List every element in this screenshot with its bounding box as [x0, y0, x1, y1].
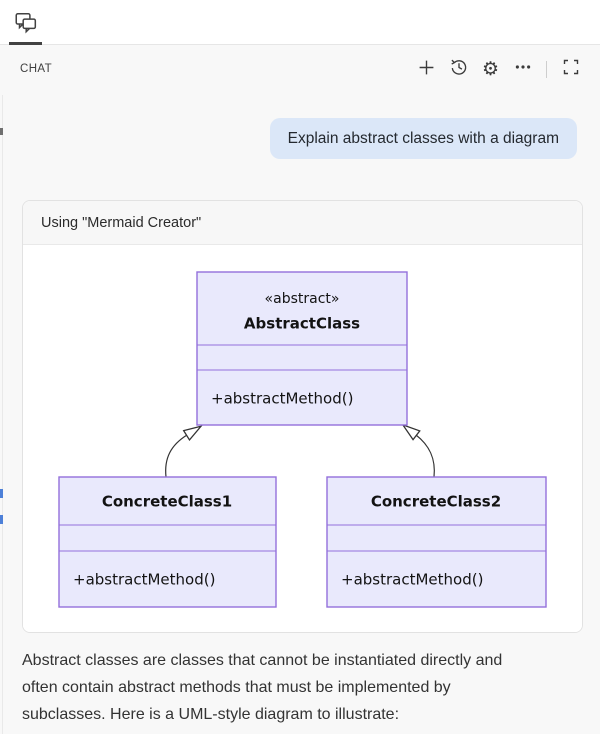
new-chat-button[interactable]	[413, 56, 440, 83]
plus-icon	[418, 59, 435, 81]
scrollbar-decoration-dark	[0, 128, 3, 135]
tool-invocation-card: Using "Mermaid Creator" «abstract»	[22, 200, 583, 633]
ellipsis-icon	[514, 58, 532, 81]
scrollbar-decoration-blue	[0, 515, 3, 524]
class-method: +abstractMethod()	[73, 571, 215, 589]
toolbar-separator	[546, 61, 547, 78]
class-annotation: «abstract»	[265, 291, 340, 307]
inheritance-edge-left	[165, 435, 187, 478]
comment-discussion-icon	[13, 10, 39, 41]
gear-icon: ⚙	[481, 59, 500, 80]
active-tab-underline	[9, 42, 42, 45]
panel-tab-bar	[0, 0, 600, 45]
assistant-response-text: Abstract classes are classes that cannot…	[22, 652, 503, 723]
class-node-concreteclass2: ConcreteClass2 +abstractMethod()	[326, 476, 547, 608]
class-method: +abstractMethod()	[341, 571, 483, 589]
class-node-concreteclass1: ConcreteClass1 +abstractMethod()	[58, 476, 277, 608]
maximize-panel-button[interactable]	[557, 56, 584, 83]
screen-full-icon	[563, 59, 579, 80]
inheritance-edge-right	[416, 435, 435, 478]
class-name: ConcreteClass1	[102, 493, 232, 511]
panel-header: CHAT ⚙	[0, 45, 600, 95]
more-actions-button[interactable]	[509, 56, 536, 83]
panel-title: CHAT	[20, 63, 53, 75]
user-message-bubble: Explain abstract classes with a diagram	[269, 118, 577, 159]
uml-class-diagram: «abstract» AbstractClass +abstractMethod…	[58, 271, 547, 608]
scrollbar-decoration-blue	[0, 489, 3, 498]
tool-card-header-text: Using "Mermaid Creator"	[41, 214, 202, 231]
class-node-abstractclass: «abstract» AbstractClass +abstractMethod…	[196, 271, 408, 426]
tool-card-header[interactable]: Using "Mermaid Creator"	[23, 201, 582, 245]
history-icon	[450, 58, 468, 81]
header-actions: ⚙	[413, 56, 584, 83]
diagram-container: «abstract» AbstractClass +abstractMethod…	[23, 245, 582, 632]
tab-chat[interactable]	[8, 6, 44, 45]
panel-left-border	[2, 95, 3, 734]
class-name: AbstractClass	[244, 315, 360, 333]
class-name: ConcreteClass2	[371, 493, 501, 511]
history-button[interactable]	[445, 56, 472, 83]
user-message-text: Explain abstract classes with a diagram	[287, 130, 559, 147]
settings-button[interactable]: ⚙	[477, 56, 504, 83]
class-method: +abstractMethod()	[211, 390, 353, 408]
